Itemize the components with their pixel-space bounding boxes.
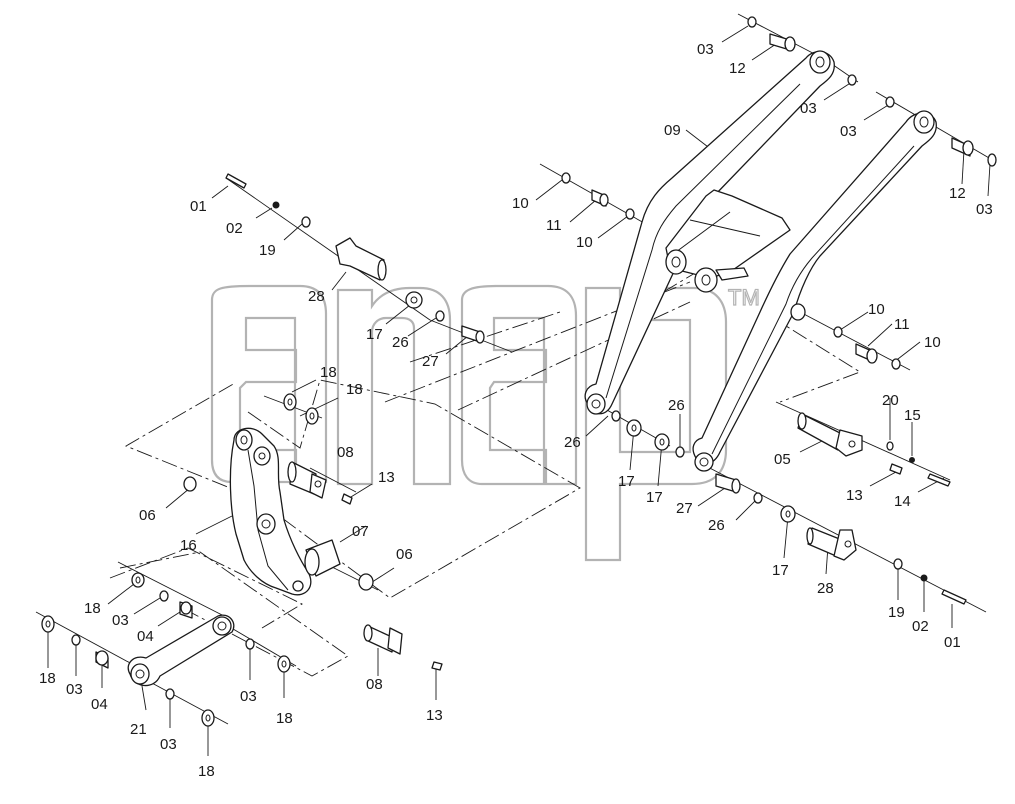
callout-label: 12: [729, 60, 746, 77]
callout-label: 26: [708, 517, 725, 534]
callout-label: 26: [392, 334, 409, 351]
callout-label: 06: [396, 546, 413, 563]
callout-label: 03: [160, 736, 177, 753]
callout-label: 28: [817, 580, 834, 597]
callout-label: 11: [894, 316, 910, 333]
callout-label: 10: [576, 234, 593, 251]
callout-label: 17: [772, 562, 789, 579]
lower-right-parts: [611, 410, 796, 523]
callout-label: 09: [664, 122, 681, 139]
callout-label: 18: [320, 364, 337, 381]
link-21: [127, 614, 235, 687]
washers-18-upper: [283, 393, 319, 425]
pin-07: [304, 539, 341, 577]
callout-label: 03: [976, 201, 993, 218]
nut-02-right: [920, 574, 928, 582]
pin-28-left: [335, 237, 387, 281]
callout-label: 19: [888, 604, 905, 621]
ring-06-left: [183, 476, 197, 492]
washer-19-right: [893, 558, 903, 570]
pin-08-upper: [287, 461, 327, 499]
callout-label: 10: [924, 334, 941, 351]
pin-08-lower: [363, 624, 403, 655]
pin-05: [797, 412, 863, 457]
boom-arm-09: [584, 50, 937, 472]
bolt-01-right: [941, 589, 967, 605]
callout-label: 17: [618, 473, 635, 490]
nut-02-left: [272, 201, 280, 209]
callout-label: 13: [426, 707, 443, 724]
callout-label: 18: [84, 600, 101, 617]
callout-label: 03: [66, 681, 83, 698]
callout-label: 05: [774, 451, 791, 468]
callout-label: 18: [346, 381, 363, 398]
watermark-logo: TM: [210, 284, 760, 562]
callout-label: 17: [646, 489, 663, 506]
callout-label: 10: [868, 301, 885, 318]
callout-label: 18: [276, 710, 293, 727]
callout-label: 08: [366, 676, 383, 693]
callout-label: 08: [337, 444, 354, 461]
callout-label: 03: [240, 688, 257, 705]
washer-19-left: [301, 216, 311, 228]
callout-label: 03: [697, 41, 714, 58]
callout-label: 01: [944, 634, 961, 651]
callout-label: 27: [422, 353, 439, 370]
callout-label: 07: [352, 523, 369, 540]
callout-label: 02: [226, 220, 243, 237]
callout-label: 12: [949, 185, 966, 202]
washer-17-left: [405, 291, 423, 309]
pin-assembly-left: [225, 173, 485, 344]
bolt-01-left: [225, 173, 247, 189]
callout-label: 01: [190, 198, 207, 215]
grease-13-lower: [431, 661, 443, 671]
callout-label: 04: [137, 628, 154, 645]
bushing-27-left: [461, 325, 485, 344]
bolt-14: [927, 473, 951, 487]
mid-right-parts: [561, 172, 901, 370]
callout-labels: 01 02 19 28 17 26 27 18 18 08 13 06 16 0…: [39, 41, 993, 780]
callout-label: 16: [180, 537, 197, 554]
callout-label: 03: [840, 123, 857, 140]
lever-16: [229, 427, 312, 596]
watermark-tm: TM: [728, 285, 760, 310]
grease-13-upper: [341, 493, 353, 505]
callout-label: 19: [259, 242, 276, 259]
callout-label: 14: [894, 493, 911, 510]
callout-label: 17: [366, 326, 383, 343]
upper-right-parts: [747, 16, 997, 167]
callout-label: 27: [676, 500, 693, 517]
ring-26-left: [435, 310, 445, 322]
callout-label: 26: [668, 397, 685, 414]
callout-label: 11: [546, 217, 562, 234]
nut-15: [909, 457, 915, 463]
washer-20: [886, 441, 894, 451]
callout-label: 21: [130, 721, 147, 738]
callout-label: 15: [904, 407, 921, 424]
callout-label: 03: [112, 612, 129, 629]
callout-label: 28: [308, 288, 325, 305]
callout-label: 04: [91, 696, 108, 713]
pin-28-right: [806, 527, 857, 561]
callout-label: 18: [198, 763, 215, 780]
callout-label: 10: [512, 195, 529, 212]
callout-label: 03: [800, 100, 817, 117]
callout-label: 20: [882, 392, 899, 409]
link-parts: [41, 572, 291, 727]
ring-06-right: [358, 573, 374, 591]
callout-label: 26: [564, 434, 581, 451]
callout-label: 06: [139, 507, 156, 524]
callout-label: 02: [912, 618, 929, 635]
callout-label: 18: [39, 670, 56, 687]
assembly-outlines: [109, 269, 862, 677]
callout-label: 13: [378, 469, 395, 486]
grease-13-right: [889, 463, 903, 475]
callout-label: 13: [846, 487, 863, 504]
